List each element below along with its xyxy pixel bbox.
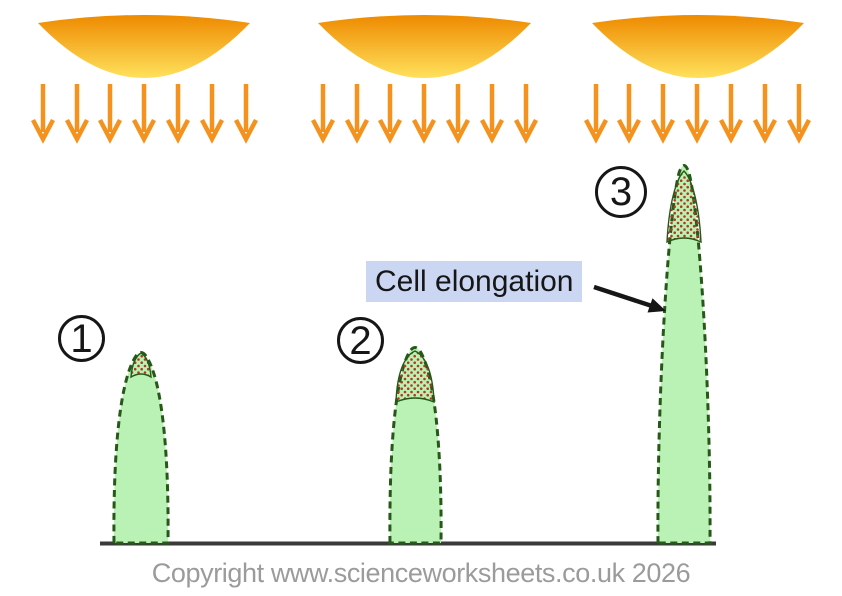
stage-number-1: 1	[58, 315, 105, 362]
shoot-1	[112, 351, 170, 545]
light-source-icon	[38, 15, 250, 78]
shoot-3-tip-cells	[666, 170, 702, 244]
shoot-3	[656, 164, 712, 545]
annotation-arrow-icon	[593, 284, 666, 313]
copyright-text: Copyright www.scienceworksheets.co.uk 20…	[151, 558, 691, 588]
stage-number-3-label: 3	[609, 170, 633, 214]
light-source-icon	[592, 15, 804, 78]
stage-number-2: 2	[337, 317, 384, 364]
light-rays-down-icon	[33, 84, 256, 139]
stage-number-3: 3	[595, 166, 647, 218]
stage-number-1-label: 1	[70, 316, 93, 361]
light-rays-down-icon	[586, 84, 809, 139]
shoot-1-tip-cells	[130, 352, 152, 379]
stage-number-2-label: 2	[349, 318, 372, 363]
light-source-icon	[318, 15, 531, 78]
shoot-2-tip-cells	[395, 350, 435, 404]
cell-elongation-label: Cell elongation	[366, 261, 583, 302]
light-rays-down-icon	[313, 84, 536, 139]
